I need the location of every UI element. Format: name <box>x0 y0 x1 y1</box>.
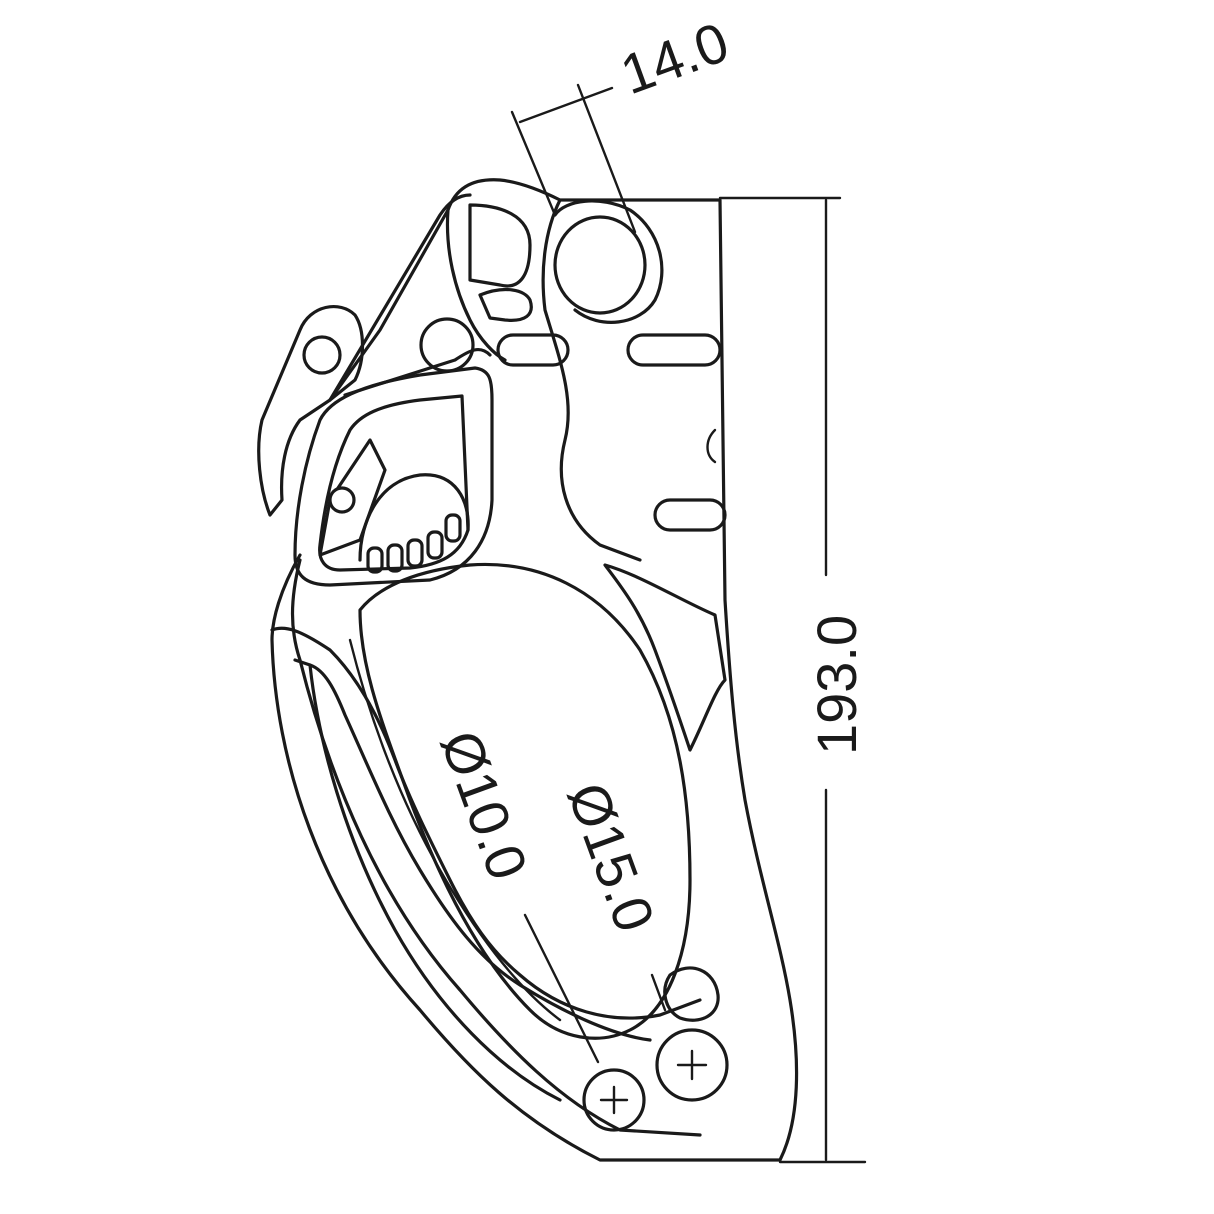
handle-slot-edge <box>293 658 562 1102</box>
top-lobe-small-hole <box>478 287 533 322</box>
cam-jaw-pin <box>328 486 356 514</box>
bottom-knob <box>663 966 720 1022</box>
handle-slot-inner <box>308 663 652 1042</box>
latch-pivot-hole <box>302 335 342 375</box>
width-dim-line <box>518 86 614 124</box>
width-ext-left <box>510 110 557 217</box>
width-ext-right <box>576 83 637 234</box>
body-inner-rim <box>290 558 702 1137</box>
width-dimension-label: 14.0 <box>613 10 737 106</box>
top-lobe-d-hole <box>468 203 532 288</box>
cam-opening <box>358 562 692 1040</box>
cam-opening-edge <box>348 638 562 1022</box>
rope-max-diameter-label: Ø15.0 <box>556 775 667 940</box>
rope-min-leader <box>523 913 600 1064</box>
latch-plate <box>257 305 365 517</box>
screw-left <box>582 1068 646 1132</box>
rope-min-diameter-label: Ø10.0 <box>429 723 540 888</box>
cam-window-inner <box>318 394 470 572</box>
right-groove <box>603 563 727 752</box>
top-lobe-outline <box>445 208 507 362</box>
slot-hole-upper-right <box>626 333 722 367</box>
top-ring-hole <box>553 215 647 315</box>
rope-max-leader <box>650 973 667 1012</box>
body-outer-outline <box>270 178 799 1162</box>
screw-left-cross-icon <box>599 1085 629 1115</box>
top-ring-lobe <box>553 199 664 324</box>
lever-arm <box>328 193 472 402</box>
screw-right <box>655 1028 729 1102</box>
height-dimension-label: 193.0 <box>805 615 868 755</box>
cam-teeth <box>366 513 462 574</box>
upper-plate-ridge <box>706 428 717 464</box>
handle-slot <box>270 626 702 1020</box>
slot-hole-lower <box>653 498 727 532</box>
upper-plate <box>541 198 642 562</box>
screw-right-cross-icon <box>676 1049 708 1081</box>
cam-jaw <box>318 438 387 557</box>
slot-hole-upper-left <box>496 333 570 367</box>
cam-window-outer <box>293 366 494 587</box>
